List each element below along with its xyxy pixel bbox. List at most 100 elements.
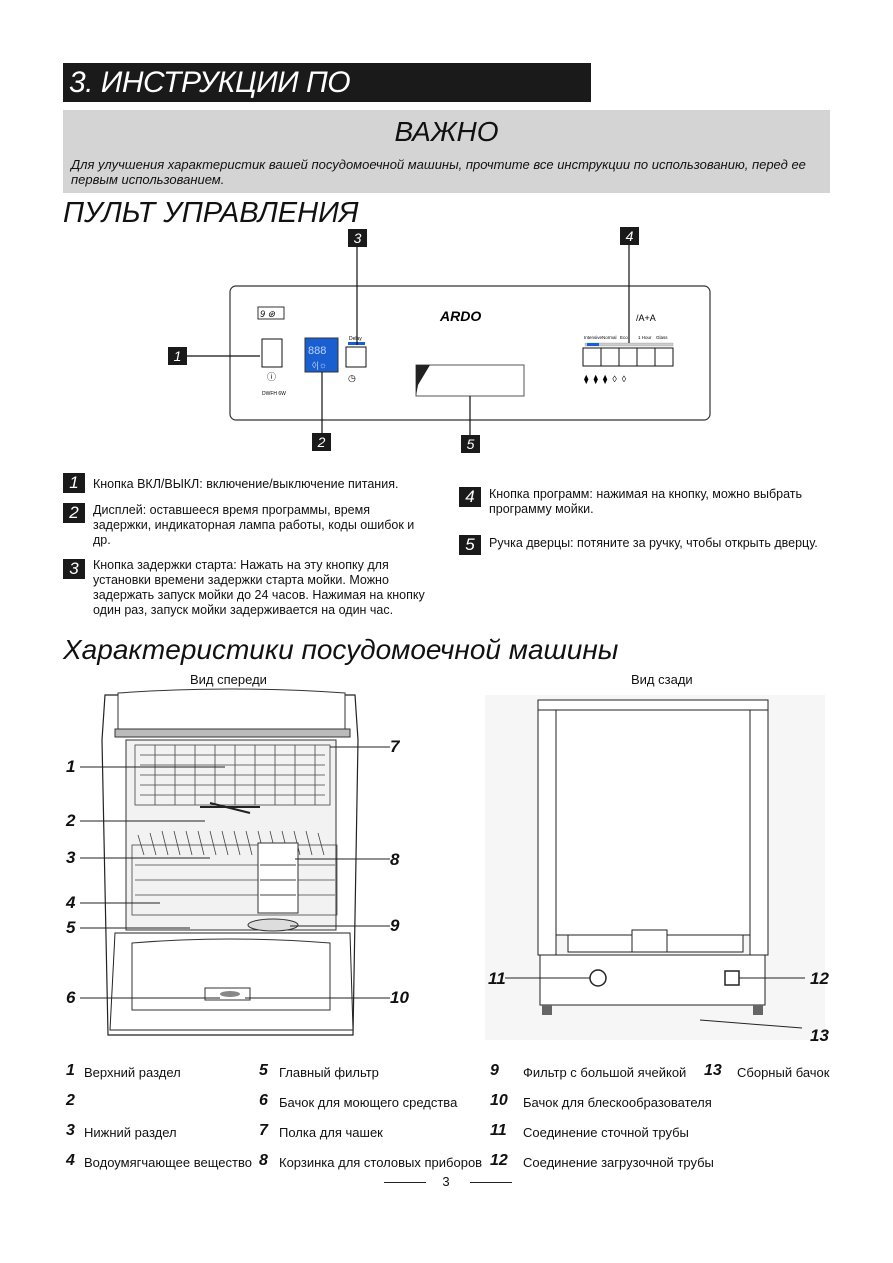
- delay-button: [345, 346, 367, 368]
- callout-badge: [461, 435, 480, 453]
- front-callout-6: 6: [66, 988, 76, 1007]
- model-label: DWFH 6W: [262, 391, 286, 397]
- legend-text-5: Главный фильтр: [279, 1065, 379, 1080]
- front-view-diagram: [80, 688, 390, 1036]
- energy-label: /A+A: [636, 313, 656, 323]
- callout-badge: [168, 347, 187, 365]
- important-heading: ВАЖНО: [394, 116, 499, 147]
- legend-text-10: Бачок для блескообразователя: [523, 1095, 712, 1110]
- inlet-connector: [724, 970, 740, 986]
- legend-num-2: 2: [66, 1092, 75, 1109]
- front-callout-2: 2: [66, 811, 76, 830]
- delay-icon: ◷: [348, 373, 356, 383]
- legend-text-4: Водоумягчающее вещество: [84, 1155, 252, 1170]
- drain-connector: [589, 969, 607, 987]
- important-text: Для улучшения характеристик вашей посудо…: [71, 157, 806, 187]
- legend-num-10: 10: [490, 1092, 508, 1109]
- program-label: Eco: [620, 335, 628, 340]
- callout-badge: [348, 229, 367, 247]
- display-digits: 888: [308, 345, 326, 357]
- legend-text-8: Корзинка для столовых приборов: [279, 1155, 483, 1170]
- item-3-badge: 3: [63, 559, 85, 579]
- features-heading: Характеристики посудомоечной машины: [63, 634, 619, 665]
- program-label: Glass: [656, 335, 668, 340]
- item-4-text: Кнопка программ: нажимая на кнопку, можн…: [489, 487, 803, 516]
- control-panel-heading: ПУЛЬТ УПРАВЛЕНИЯ: [63, 197, 359, 229]
- legend-text-13: Сборный бачок: [737, 1065, 830, 1080]
- program-icons: ⧫⧫⧫◊◊: [584, 374, 631, 385]
- front-callout-10: 10: [390, 988, 409, 1007]
- legend-num-7: 7: [259, 1122, 268, 1139]
- item-1-text: Кнопка ВКЛ/ВЫКЛ: включение/выключение пи…: [93, 477, 399, 491]
- display-screen: [304, 337, 339, 373]
- cutlery-basket: [257, 842, 299, 914]
- lower-rack: [131, 830, 338, 916]
- front-callout-7: 7: [390, 737, 400, 756]
- item-2-badge: 2: [63, 503, 85, 523]
- front-callout-3: 3: [66, 848, 76, 867]
- legend-num-5: 5: [259, 1062, 268, 1079]
- back-view-diagram: [485, 695, 825, 1040]
- front-view-caption: Вид спереди: [190, 672, 267, 687]
- item-2-text: Дисплей: оставшееся время программы, вре…: [93, 503, 415, 547]
- footer-rule-left: [384, 1182, 426, 1183]
- back-callout-13: 13: [810, 1026, 829, 1045]
- front-callout-1: 1: [66, 757, 76, 776]
- item-5-text: Ручка дверцы: потяните за ручку, чтобы о…: [489, 536, 818, 550]
- program-buttons: [582, 347, 674, 367]
- delay-label: Delay: [349, 336, 362, 342]
- front-callout-9: 9: [390, 916, 400, 935]
- svg-text:9 ⊛: 9 ⊛: [260, 309, 276, 319]
- legend-text-6: Бачок для моющего средства: [279, 1095, 458, 1110]
- display-icons: ◊|☼: [312, 360, 327, 370]
- front-callout-4: 4: [66, 893, 76, 912]
- section-title: 3. ИНСТРУКЦИИ ПО ИСПОЛЬЗОВАНИЮ: [63, 63, 591, 138]
- detergent-icon: [257, 306, 285, 320]
- legend-num-3: 3: [66, 1122, 75, 1139]
- legend-num-12: 12: [490, 1152, 508, 1169]
- back-view-caption: Вид сзади: [631, 672, 693, 687]
- legend-text-11: Соединение сточной трубы: [523, 1125, 689, 1140]
- callout-number: 5: [467, 436, 475, 452]
- legend-num-11: 11: [490, 1122, 507, 1139]
- item-5-badge: 5: [459, 535, 481, 555]
- front-callout-8: 8: [390, 850, 400, 869]
- item-4-badge: 4: [459, 487, 481, 507]
- legend-text-7: Полка для чашек: [279, 1125, 383, 1140]
- brand-logo: ARDO: [439, 308, 481, 324]
- front-callout-5: 5: [66, 918, 76, 937]
- door-handle: [415, 364, 525, 397]
- program-label: Intensive: [584, 335, 603, 340]
- legend-num-8: 8: [259, 1152, 268, 1169]
- legend-num-4: 4: [66, 1152, 75, 1169]
- program-label: 1 Hour: [638, 335, 652, 340]
- callout-number: 2: [317, 434, 326, 450]
- power-icon: ⓘ: [267, 372, 276, 382]
- legend-num-1: 1: [66, 1062, 75, 1079]
- back-callout-12: 12: [810, 969, 829, 988]
- callout-number: 1: [174, 348, 182, 364]
- program-label: Normal: [602, 335, 617, 340]
- item-3-text: Кнопка задержки старта: Нажать на эту кн…: [93, 558, 425, 617]
- legend-text-1: Верхний раздел: [84, 1065, 181, 1080]
- callout-badge: [620, 227, 639, 245]
- legend-num-6: 6: [259, 1092, 268, 1109]
- filter: [247, 918, 299, 932]
- legend-text-3: Нижний раздел: [84, 1125, 177, 1140]
- page-number: 3: [442, 1174, 450, 1189]
- control-panel-diagram: 9 ⊛ ⓘ DWFH 6W 888 ◊|☼ Delay ◷ ARDO /A+A …: [168, 227, 711, 453]
- upper-rack: [134, 744, 331, 806]
- legend-text-12: Соединение загрузочной трубы: [523, 1155, 714, 1170]
- legend-text-9: Фильтр с большой ячейкой: [523, 1065, 687, 1080]
- back-callout-11: 11: [488, 969, 506, 988]
- legend-num-13: 13: [704, 1062, 722, 1079]
- callout-badge: [312, 433, 331, 451]
- important-box: ВАЖНО Для улучшения характеристик вашей …: [63, 110, 830, 193]
- callout-number: 3: [354, 230, 362, 246]
- legend-num-9: 9: [490, 1062, 499, 1079]
- program-led: [587, 343, 599, 346]
- callout-number: 4: [626, 228, 634, 244]
- footer-rule-right: [470, 1182, 512, 1183]
- power-button: [261, 338, 283, 368]
